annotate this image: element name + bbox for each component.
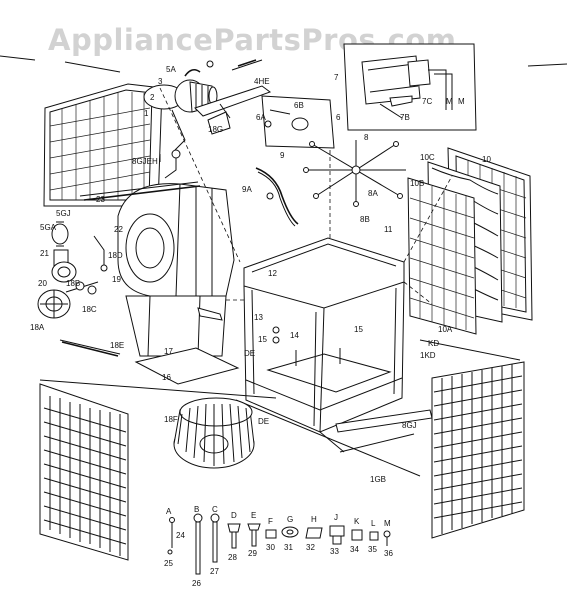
label-M2: M	[458, 97, 465, 106]
label-6A: 6A	[256, 113, 266, 122]
label-DE2: DE	[258, 417, 269, 426]
hw-letter-H: H	[311, 515, 317, 524]
hw-letter-K: K	[354, 517, 360, 526]
blower-wheel	[173, 397, 255, 469]
hw-letter-G: G	[287, 515, 293, 524]
hw-num-33: 33	[330, 547, 339, 556]
label-18D: 18D	[108, 251, 123, 260]
hw-num-30: 30	[266, 543, 275, 552]
label-8B: 8B	[360, 215, 370, 224]
label-M1: M	[446, 97, 453, 106]
label-3: 3	[158, 77, 163, 86]
label-4HE: 4HE	[254, 77, 270, 86]
label-1: 1	[144, 109, 149, 118]
right-filter-panels	[407, 147, 533, 335]
label-5GA: 5GA	[40, 223, 57, 232]
hw-num-35: 35	[368, 545, 377, 554]
hw-num-27: 27	[210, 567, 219, 576]
part-labels: 5A 3 2 4HE 1 18G 8GJEH 6B 6A 6 7 7B 7C M…	[30, 65, 491, 588]
label-10: 10	[482, 155, 491, 164]
label-18G: 18G	[208, 125, 223, 134]
hw-letter-A: A	[166, 507, 172, 516]
control-box-inset	[343, 43, 477, 131]
label-23: 23	[96, 195, 105, 204]
hw-num-36: 36	[384, 549, 393, 558]
label-1GB: 1GB	[370, 475, 386, 484]
label-18C: 18C	[82, 305, 97, 314]
hw-letter-J: J	[334, 513, 338, 522]
cabinet-frame	[243, 237, 405, 433]
hw-num-29: 29	[248, 549, 257, 558]
label-KD: KD	[428, 339, 439, 348]
hw-letter-M: M	[384, 519, 391, 528]
hw-num-24: 24	[176, 531, 185, 540]
label-10C: 10C	[420, 153, 435, 162]
label-2: 2	[150, 93, 155, 102]
label-15b: 15	[258, 335, 267, 344]
label-21: 21	[40, 249, 49, 258]
right-louver-panel	[431, 361, 525, 539]
label-14: 14	[290, 331, 299, 340]
label-7: 7	[334, 73, 339, 82]
hw-letter-L: L	[371, 519, 376, 528]
left-louver-panel	[39, 383, 129, 561]
label-7C: 7C	[422, 97, 432, 106]
label-6: 6	[336, 113, 341, 122]
motor-assembly	[143, 59, 272, 179]
label-9A: 9A	[242, 185, 252, 194]
label-5A: 5A	[166, 65, 176, 74]
label-10B: 10B	[410, 179, 424, 188]
water-distributor	[303, 140, 406, 207]
hw-num-28: 28	[228, 553, 237, 562]
support-rail	[335, 409, 433, 453]
label-6B: 6B	[294, 101, 304, 110]
hw-num-32: 32	[306, 543, 315, 552]
label-DE1: DE	[244, 349, 255, 358]
label-11: 11	[384, 225, 393, 234]
label-22: 22	[114, 225, 123, 234]
hw-letter-B: B	[194, 505, 199, 514]
hw-num-26: 26	[192, 579, 201, 588]
hw-num-31: 31	[284, 543, 293, 552]
label-18A: 18A	[30, 323, 45, 332]
label-18E: 18E	[110, 341, 124, 350]
label-10A: 10A	[438, 325, 453, 334]
pump-bracket-panel	[261, 95, 335, 149]
label-13: 13	[254, 313, 263, 322]
label-8: 8	[364, 133, 369, 142]
hw-num-34: 34	[350, 545, 359, 554]
drain-tube	[255, 167, 299, 227]
label-18B: 18B	[66, 279, 80, 288]
hardware-row	[167, 513, 391, 575]
label-20: 20	[38, 279, 47, 288]
hw-num-25: 25	[164, 559, 173, 568]
pulley-parts	[37, 221, 121, 357]
label-16: 16	[162, 373, 171, 382]
label-15: 15	[354, 325, 363, 334]
hw-letter-E: E	[251, 511, 256, 520]
page-frame-marks	[0, 55, 567, 73]
hw-letter-C: C	[212, 505, 218, 514]
label-5GJ: 5GJ	[56, 209, 71, 218]
label-8GJEH: 8GJEH	[132, 157, 158, 166]
label-18F: 18F	[164, 415, 178, 424]
label-12: 12	[268, 269, 277, 278]
blower-housing	[79, 181, 235, 357]
hw-letter-F: F	[268, 517, 273, 526]
label-8A: 8A	[368, 189, 378, 198]
label-1KD: 1KD	[420, 351, 436, 360]
hw-letter-D: D	[231, 511, 237, 520]
label-17: 17	[164, 347, 173, 356]
label-9: 9	[280, 151, 285, 160]
float-pads	[134, 347, 240, 385]
label-8GJ: 8GJ	[402, 421, 417, 430]
label-19: 19	[112, 275, 121, 284]
assembly-guide-lines	[39, 87, 521, 477]
left-filter-panel	[43, 83, 163, 207]
label-7B: 7B	[400, 113, 410, 122]
